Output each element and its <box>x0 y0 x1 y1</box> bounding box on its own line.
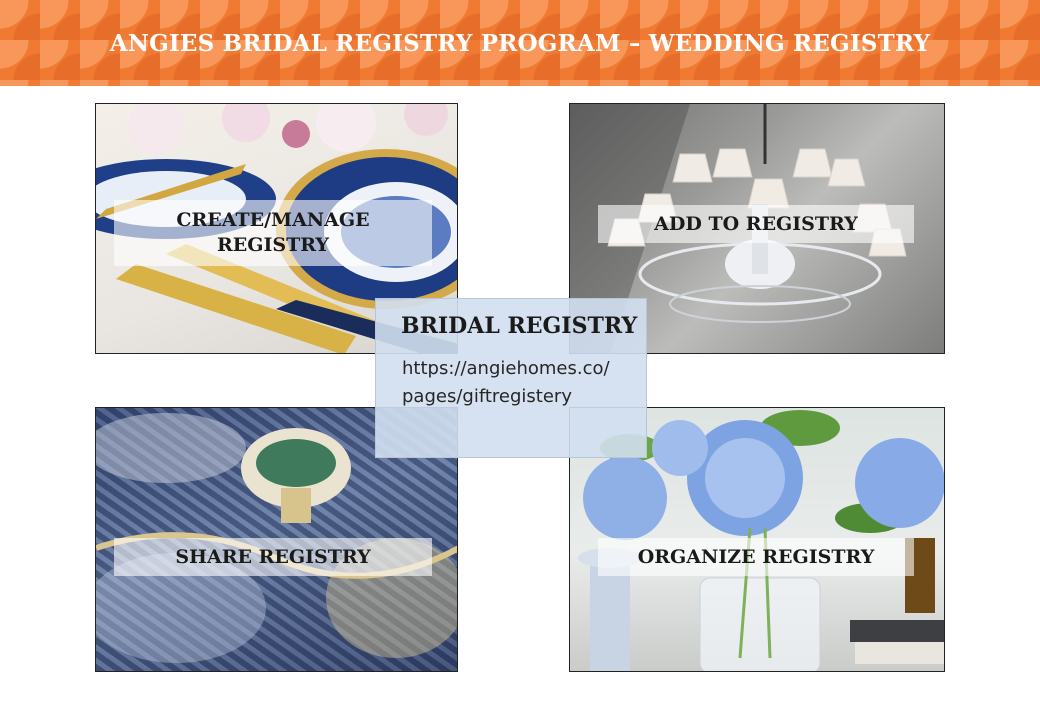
bridal-registry-card: BRIDAL REGISTRY https://angiehomes.co/ p… <box>375 298 647 458</box>
page-title: ANGIES BRIDAL REGISTRY PROGRAM – WEDDING… <box>109 29 931 57</box>
tile-share-registry[interactable]: SHARE REGISTRY <box>95 407 458 672</box>
tile-label-add: ADD TO REGISTRY <box>598 205 914 243</box>
tile-create-manage-registry[interactable]: CREATE/MANAGE REGISTRY <box>95 103 458 354</box>
header-banner: ANGIES BRIDAL REGISTRY PROGRAM – WEDDING… <box>0 0 1040 86</box>
tile-organize-registry[interactable]: ORGANIZE REGISTRY <box>569 407 945 672</box>
url-line2: pages/giftregistery <box>402 386 572 407</box>
tile-label-share: SHARE REGISTRY <box>114 538 432 576</box>
tile-label-line2: REGISTRY <box>216 234 329 256</box>
tile-add-to-registry[interactable]: ADD TO REGISTRY <box>569 103 945 354</box>
tile-label-line1: CREATE/MANAGE <box>176 209 370 232</box>
tile-label-organize: ORGANIZE REGISTRY <box>598 538 914 576</box>
card-title: BRIDAL REGISTRY <box>401 313 638 339</box>
url-line1: https://angiehomes.co/ <box>402 358 610 379</box>
registry-url-link[interactable]: https://angiehomes.co/ pages/giftregiste… <box>402 355 642 411</box>
tile-label-create-manage: CREATE/MANAGE REGISTRY <box>114 200 432 266</box>
